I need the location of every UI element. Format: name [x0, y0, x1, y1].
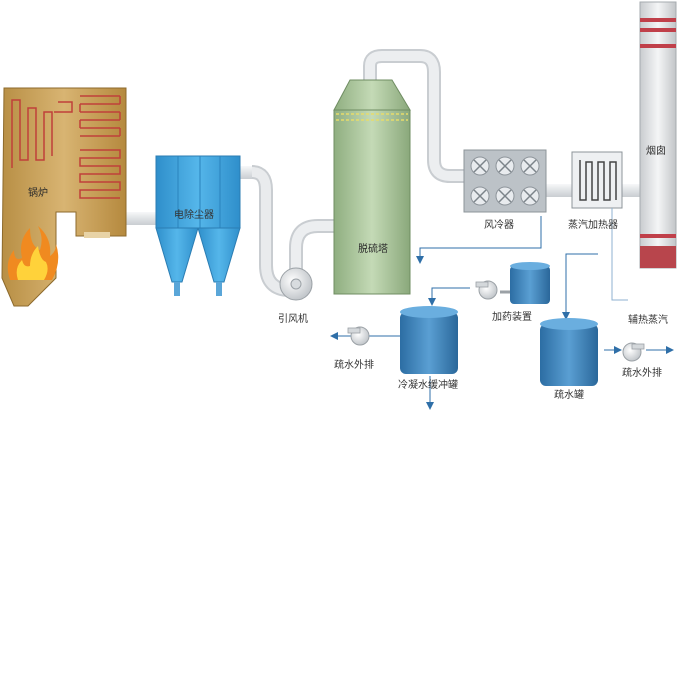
condensate-tank-label: 冷凝水缓冲罐 [398, 380, 458, 391]
esp-label: 电除尘器 [174, 210, 214, 221]
centrifugal-fan-icon [622, 342, 645, 362]
centrifugal-fan-icon [475, 280, 498, 300]
desulf-tower-label: 脱硫塔 [358, 244, 388, 255]
flame-icon [7, 226, 59, 280]
air-cooler-label: 风冷器 [484, 220, 514, 231]
drain-tank-label: 疏水罐 [554, 390, 584, 401]
id-fan-label: 引风机 [278, 314, 308, 325]
desulfurization-tower [333, 79, 411, 295]
chimney [639, 1, 677, 269]
drain-out-left-label: 疏水外排 [334, 360, 374, 371]
boiler [1, 87, 127, 307]
steam-heater [571, 151, 623, 209]
boiler-label: 锅炉 [28, 188, 48, 199]
air-cooler [463, 149, 547, 213]
steam-heater-label: 蒸汽加热器 [568, 220, 618, 231]
heater-coil-icon [11, 95, 121, 199]
chimney-label: 烟囱 [646, 146, 666, 157]
electrostatic-precipitator [155, 155, 241, 296]
drain-out-right-label: 疏水外排 [622, 368, 662, 379]
dosing-device [500, 262, 550, 304]
centrifugal-fan-icon [279, 267, 313, 301]
drain-tank [540, 318, 598, 386]
dosing-device-label: 加药装置 [492, 312, 532, 323]
aux-steam-label: 辅热蒸汽 [628, 315, 668, 326]
condensate-buffer-tank [400, 306, 458, 374]
centrifugal-fan-icon [347, 326, 370, 346]
